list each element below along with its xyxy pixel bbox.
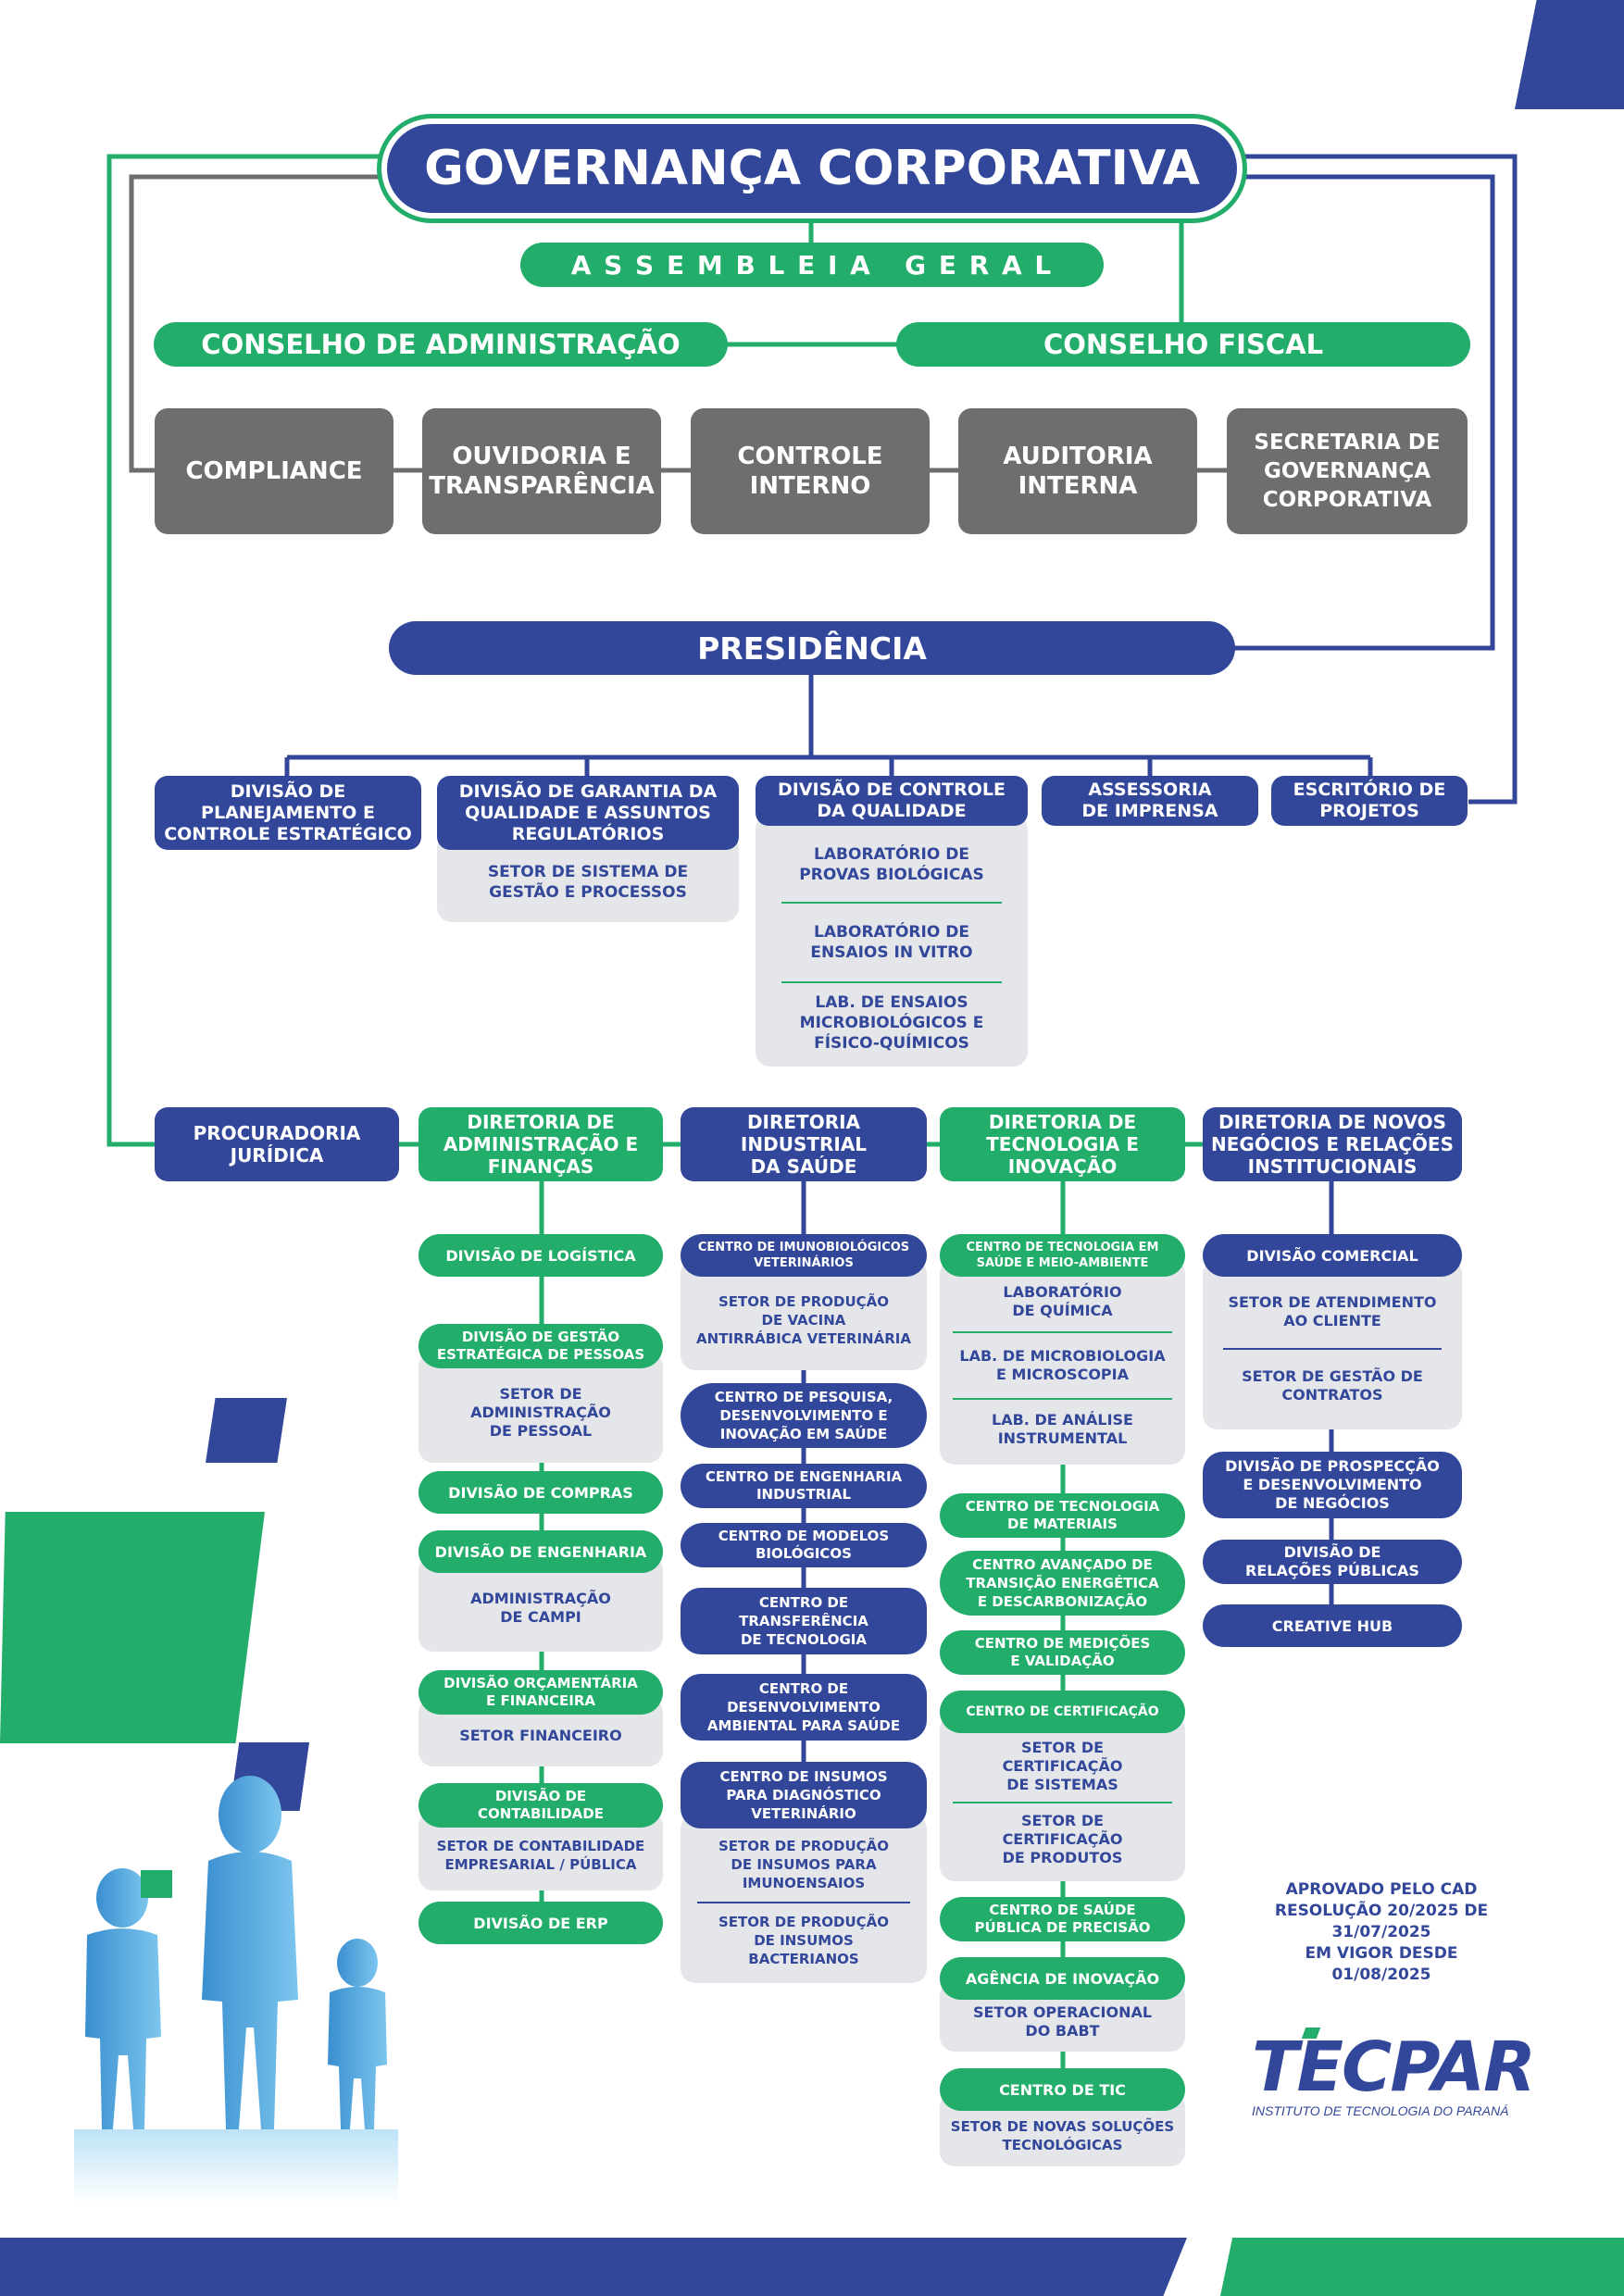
centro-tic: CENTRO DE TIC: [940, 2068, 1185, 2111]
setor-atendimento-cliente: SETOR DE ATENDIMENTO AO CLIENTE: [1228, 1293, 1437, 1329]
footer-band-green: [1220, 2238, 1624, 2296]
diretoria-industrial: DIRETORIA INDUSTRIAL DA SAÚDE: [681, 1107, 927, 1181]
connector-presidencia: [1231, 174, 1495, 651]
governance-ouvidoria: OUVIDORIA E TRANSPARÊNCIA: [422, 408, 661, 534]
diretoria-negocios: DIRETORIA DE NOVOS NEGÓCIOS E RELAÇÕES I…: [1203, 1107, 1462, 1181]
setor-insumos-bacterianos: SETOR DE PRODUÇÃO DE INSUMOS BACTERIANOS: [697, 1902, 910, 1978]
lab-provas-biologicas: LABORATÓRIO DE PROVAS BIOLÓGICAS: [799, 845, 984, 884]
footer-band-blue: [0, 2238, 1187, 2296]
governance-compliance: COMPLIANCE: [155, 408, 394, 534]
governance-auditoria: AUDITORIA INTERNA: [958, 408, 1197, 534]
centro-certificacao: CENTRO DE CERTIFICAÇÃO: [940, 1691, 1185, 1733]
approval-note: APROVADO PELO CAD RESOLUÇÃO 20/2025 DE 3…: [1274, 1880, 1489, 1984]
procuradoria-juridica: PROCURADORIA JURÍDICA: [155, 1107, 399, 1181]
assessoria-imprensa: ASSESSORIA DE IMPRENSA: [1042, 776, 1258, 826]
setor-contabilidade: SETOR DE CONTABILIDADE EMPRESARIAL / PÚB…: [436, 1838, 645, 1873]
centro-saude-publica: CENTRO DE SAÚDE PÚBLICA DE PRECISÃO: [940, 1897, 1185, 1941]
page-title: GOVERNANÇA CORPORATIVA: [381, 119, 1243, 218]
divisao-compras: DIVISÃO DE COMPRAS: [418, 1471, 663, 1514]
divisao-engenharia: DIVISÃO DE ENGENHARIA: [418, 1530, 663, 1573]
divisao-prospeccao: DIVISÃO DE PROSPECÇÃO E DESENVOLVIMENTO …: [1203, 1452, 1462, 1518]
divisao-orcamentaria: DIVISÃO ORÇAMENTÁRIA E FINANCEIRA: [418, 1670, 663, 1715]
divisao-comercial: DIVISÃO COMERCIAL: [1203, 1234, 1462, 1277]
panel-imunobiologicos: SETOR DE PRODUÇÃO DE VACINA ANTIRRÁBICA …: [681, 1259, 927, 1370]
divisao-contabilidade: DIVISÃO DE CONTABILIDADE: [418, 1783, 663, 1828]
centro-imunobiologicos: CENTRO DE IMUNOBIOLÓGICOS VETERINÁRIOS: [681, 1234, 927, 1277]
divisao-erp: DIVISÃO DE ERP: [418, 1902, 663, 1944]
panel-controle-qualidade: LABORATÓRIO DE PROVAS BIOLÓGICAS LABORAT…: [756, 815, 1028, 1067]
panel-insumos-diagnostico: SETOR DE PRODUÇÃO DE INSUMOS PARA IMUNOE…: [681, 1815, 927, 1983]
adult-figure: [202, 1776, 298, 2129]
setor-administracao-pessoal: SETOR DE ADMINISTRAÇÃO DE PESSOAL: [470, 1385, 611, 1440]
conselho-fiscal: CONSELHO FISCAL: [896, 322, 1470, 367]
logo-subtitle: INSTITUTO DE TECNOLOGIA DO PARANÁ: [1252, 2103, 1509, 2118]
decor-block-green: [0, 1512, 265, 1743]
setor-operacional-babt: SETOR OPERACIONAL DO BABT: [972, 2003, 1153, 2040]
panel-certificacao: SETOR DE CERTIFICAÇÃO DE SISTEMAS SETOR …: [940, 1715, 1185, 1881]
centro-transicao-energetica: CENTRO AVANÇADO DE TRANSIÇÃO ENERGÉTICA …: [940, 1551, 1185, 1616]
panel-tecnologia-saude: LABORATÓRIO DE QUÍMICA LAB. DE MICROBIOL…: [940, 1259, 1185, 1465]
logo-wordmark: TECPAR: [1252, 2028, 1536, 2107]
centro-pesquisa-desenvolvimento: CENTRO DE PESQUISA, DESENVOLVIMENTO E IN…: [681, 1383, 927, 1448]
divisao-controle-qualidade: DIVISÃO DE CONTROLE DA QUALIDADE: [756, 776, 1028, 826]
lab-microbiologia: LAB. DE MICROBIOLOGIA E MICROSCOPIA: [953, 1331, 1172, 1398]
connector-projetos: [1243, 154, 1518, 805]
tecpar-logo: TECPAR INSTITUTO DE TECNOLOGIA DO PARANÁ: [1252, 2028, 1536, 2126]
divisao-planejamento: DIVISÃO DE PLANEJAMENTO E CONTROLE ESTRA…: [155, 776, 421, 850]
diretoria-tecnologia: DIRETORIA DE TECNOLOGIA E INOVAÇÃO: [940, 1107, 1185, 1181]
divisao-logistica: DIVISÃO DE LOGÍSTICA: [418, 1234, 663, 1277]
centro-engenharia-industrial: CENTRO DE ENGENHARIA INDUSTRIAL: [681, 1464, 927, 1508]
setor-insumos-imunoensaios: SETOR DE PRODUÇÃO DE INSUMOS PARA IMUNOE…: [718, 1838, 890, 1891]
setor-financeiro: SETOR FINANCEIRO: [459, 1727, 622, 1744]
divisao-garantia-qualidade: DIVISÃO DE GARANTIA DA QUALIDADE E ASSUN…: [437, 776, 739, 850]
setor-novas-solucoes: SETOR DE NOVAS SOLUÇÕES TECNOLÓGICAS: [950, 2118, 1175, 2153]
setor-gestao-contratos: SETOR DE GESTÃO DE CONTRATOS: [1223, 1348, 1442, 1422]
panel-gestao-pessoas: SETOR DE ADMINISTRAÇÃO DE PESSOAL: [418, 1352, 663, 1463]
centro-tecnologia-saude: CENTRO DE TECNOLOGIA EM SAÚDE E MEIO-AMB…: [940, 1234, 1185, 1277]
lab-ensaios-in-vitro: LABORATÓRIO DE ENSAIOS IN VITRO: [781, 902, 1002, 981]
centro-medicoes-validacao: CENTRO DE MEDIÇÕES E VALIDAÇÃO: [940, 1630, 1185, 1675]
connector-procuradoria: [106, 154, 381, 1147]
centro-tecnologia-materiais: CENTRO DE TECNOLOGIA DE MATERIAIS: [940, 1493, 1185, 1538]
setor-vacina-antirrabica: SETOR DE PRODUÇÃO DE VACINA ANTIRRÁBICA …: [696, 1293, 911, 1347]
connector-compliance: [129, 174, 381, 473]
child-figure-left: [85, 1868, 161, 2129]
speech-square: [141, 1870, 172, 1898]
administracao-campi: ADMINISTRAÇÃO DE CAMPI: [470, 1590, 611, 1626]
governance-controle-interno: CONTROLE INTERNO: [691, 408, 930, 534]
panel-comercial: SETOR DE ATENDIMENTO AO CLIENTE SETOR DE…: [1203, 1259, 1462, 1429]
conselho-administracao: CONSELHO DE ADMINISTRAÇÃO: [154, 322, 728, 367]
centro-modelos-biologicos: CENTRO DE MODELOS BIOLÓGICOS: [681, 1523, 927, 1567]
presidencia: PRESIDÊNCIA: [389, 621, 1235, 675]
laboratorio-quimica: LABORATÓRIO DE QUÍMICA: [1003, 1283, 1122, 1319]
lab-analise-instrumental: LAB. DE ANÁLISE INSTRUMENTAL: [953, 1398, 1172, 1459]
centro-desenvolvimento-ambiental: CENTRO DE DESENVOLVIMENTO AMBIENTAL PARA…: [681, 1674, 927, 1741]
assembleia-geral: A S S E M B L E I A G E R A L: [520, 243, 1104, 287]
lab-ensaios-microbiologicos: LAB. DE ENSAIOS MICROBIOLÓGICOS E FÍSICO…: [781, 981, 1002, 1063]
decor-square-blue: [206, 1398, 287, 1463]
divisao-relacoes-publicas: DIVISÃO DE RELAÇÕES PÚBLICAS: [1203, 1540, 1462, 1584]
setor-certificacao-produtos: SETOR DE CERTIFICAÇÃO DE PRODUTOS: [953, 1802, 1172, 1876]
centro-insumos-diagnostico: CENTRO DE INSUMOS PARA DIAGNÓSTICO VETER…: [681, 1762, 927, 1828]
governance-secretaria: SECRETARIA DE GOVERNANÇA CORPORATIVA: [1227, 408, 1468, 534]
divisao-gestao-pessoas: DIVISÃO DE GESTÃO ESTRATÉGICA DE PESSOAS: [418, 1324, 663, 1368]
agencia-inovacao: AGÊNCIA DE INOVAÇÃO: [940, 1957, 1185, 2000]
setor-sistema-gestao: SETOR DE SISTEMA DE GESTÃO E PROCESSOS: [487, 863, 689, 902]
escritorio-projetos: ESCRITÓRIO DE PROJETOS: [1271, 776, 1468, 826]
centro-transferencia-tecnologia: CENTRO DE TRANSFERÊNCIA DE TECNOLOGIA: [681, 1588, 927, 1654]
child-figure-right: [328, 1939, 387, 2129]
people-illustration: [74, 1776, 398, 2203]
setor-certificacao-sistemas: SETOR DE CERTIFICAÇÃO DE SISTEMAS: [1002, 1739, 1123, 1793]
diretoria-administracao: DIRETORIA DE ADMINISTRAÇÃO E FINANÇAS: [418, 1107, 663, 1181]
creative-hub: CREATIVE HUB: [1203, 1604, 1462, 1647]
